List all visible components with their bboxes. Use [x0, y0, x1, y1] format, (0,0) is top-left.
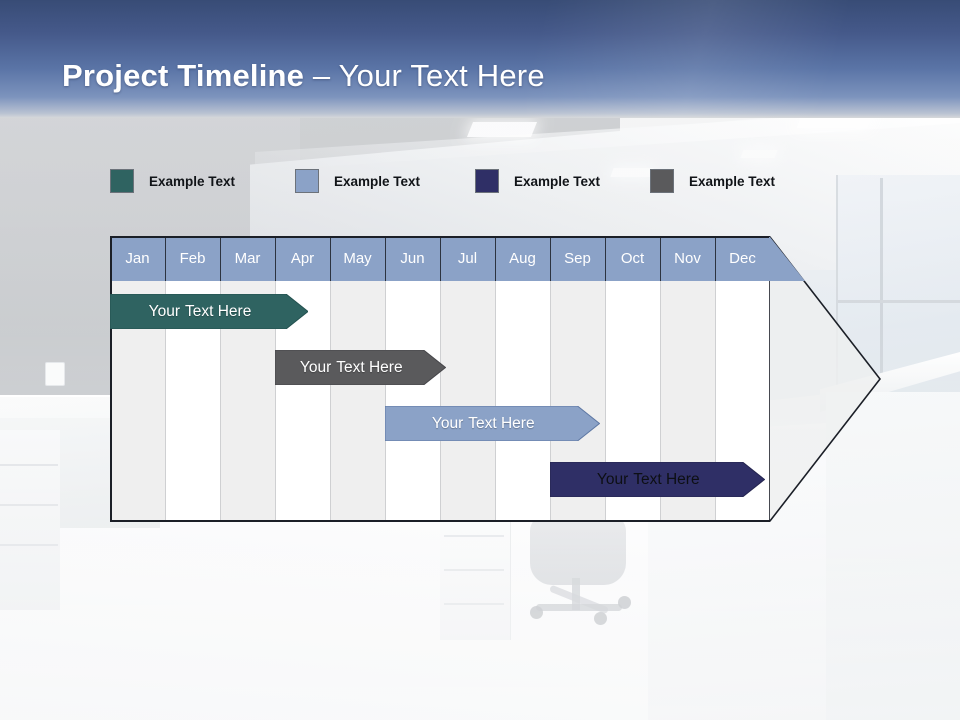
legend-item: Example Text	[475, 168, 600, 194]
month-header-divider	[715, 236, 716, 281]
legend-label: Example Text	[689, 173, 776, 189]
chair-base	[536, 604, 622, 611]
column-divider	[550, 236, 551, 522]
column-divider	[495, 236, 496, 522]
timeline-arrow-head	[768, 236, 882, 522]
title-band	[0, 0, 960, 118]
month-header-divider	[220, 236, 221, 281]
month-header-divider	[550, 236, 551, 281]
chair-wheel	[530, 606, 543, 619]
month-header-sep[interactable]: Sep	[550, 236, 605, 281]
legend-swatch	[110, 169, 134, 193]
month-header-divider	[165, 236, 166, 281]
month-header-apr[interactable]: Apr	[275, 236, 330, 281]
legend-label: Example Text	[334, 173, 421, 189]
chair-wheel	[594, 612, 607, 625]
timeline-column	[495, 236, 550, 522]
timeline-column	[440, 236, 495, 522]
column-divider	[220, 236, 221, 522]
legend-item: Example Text	[295, 168, 420, 194]
column-divider	[440, 236, 441, 522]
month-header-jul[interactable]: Jul	[440, 236, 495, 281]
window-frame	[880, 178, 883, 428]
column-divider	[165, 236, 166, 522]
month-header-jan[interactable]: Jan	[110, 236, 165, 281]
legend-swatch	[475, 169, 499, 193]
month-header-may[interactable]: May	[330, 236, 385, 281]
bar-shape	[385, 406, 600, 441]
office-chair	[530, 515, 626, 585]
partition-right	[826, 392, 960, 720]
legend: Example Text Example Text Example Text Exam…	[110, 168, 910, 194]
legend-label: Example Text	[149, 173, 236, 189]
drawer-unit	[440, 505, 511, 640]
column-divider	[605, 236, 606, 522]
wall-switch	[45, 362, 65, 386]
month-header-divider	[495, 236, 496, 281]
month-header-feb[interactable]: Feb	[165, 236, 220, 281]
bar-shape	[275, 350, 446, 385]
month-header-divider	[660, 236, 661, 281]
page-title: Project Timeline – Your Text Here	[62, 58, 545, 94]
timeline-column	[165, 236, 220, 522]
title-band-gradient	[0, 0, 960, 118]
page-title-dash: –	[304, 58, 339, 93]
page-title-bold: Project Timeline	[62, 58, 305, 93]
timeline-column	[110, 236, 165, 522]
cabinet-left	[0, 430, 60, 610]
month-header-mar[interactable]: Mar	[220, 236, 275, 281]
legend-label: Example Text	[514, 173, 601, 189]
bar-shape	[110, 294, 308, 329]
legend-swatch	[650, 169, 674, 193]
column-divider	[660, 236, 661, 522]
bar-shape	[550, 462, 765, 497]
timeline-column	[220, 236, 275, 522]
column-divider	[715, 236, 716, 522]
window-frame	[838, 300, 960, 303]
month-header-divider	[275, 236, 276, 281]
month-header-oct[interactable]: Oct	[605, 236, 660, 281]
legend-swatch	[295, 169, 319, 193]
month-header-divider	[605, 236, 606, 281]
chair-wheel	[618, 596, 631, 609]
month-header-nov[interactable]: Nov	[660, 236, 715, 281]
month-header-aug[interactable]: Aug	[495, 236, 550, 281]
month-header-dec[interactable]: Dec	[715, 236, 770, 281]
month-header-divider	[330, 236, 331, 281]
timeline-grid	[110, 236, 770, 522]
arrow-head-header-cap	[769, 237, 805, 281]
page-title-rest: Your Text Here	[338, 58, 545, 93]
title-band-sheen	[0, 0, 960, 118]
month-header-divider	[385, 236, 386, 281]
month-header-jun[interactable]: Jun	[385, 236, 440, 281]
legend-item: Example Text	[110, 168, 235, 194]
month-header-divider	[440, 236, 441, 281]
legend-item: Example Text	[650, 168, 775, 194]
